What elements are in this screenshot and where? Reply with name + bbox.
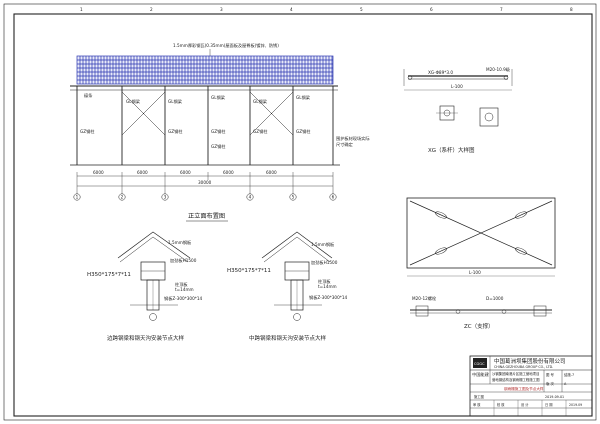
version: A (564, 382, 567, 386)
column-label: GZ钢柱 (211, 128, 226, 135)
roof-note: 1.5mm厚彩钢瓦(0.35mm)屋面板及屋脊板(镀锌、防锈) (173, 42, 279, 49)
zc-span-label: L-100 (469, 270, 481, 275)
node-top-label: 加劲板H1500 (170, 257, 197, 264)
axis-label: 6 (332, 195, 335, 200)
node-steel-label: H350*175*7*11 (87, 272, 131, 278)
border-tick: 5 (360, 7, 363, 12)
column-label: GZ钢柱 (296, 128, 311, 135)
xg-title: XG（系杆）大样图 (428, 146, 475, 154)
border-tick: 7 (500, 7, 503, 12)
node-base-label: 钢板Z-300*300*14 (164, 295, 203, 302)
drawing-no-label: 图 号 (546, 372, 554, 377)
column-label: GZ钢柱 (253, 128, 268, 135)
zc-left-dim: M20-12螺栓 (412, 295, 437, 302)
node-right-title: 中跨钢梁和钢天沟安装节点大样 (249, 334, 327, 342)
frame-label: GL钢梁 (168, 98, 183, 105)
node-mid-sub: t=14mm (318, 284, 337, 289)
border-tick: 8 (570, 7, 573, 12)
node-deck-label: 1.5mm钢板 (311, 241, 335, 248)
frame-label: GL钢梁 (253, 98, 268, 105)
total-dim: 30000 (198, 180, 212, 185)
node-deck-label: 1.5mm钢板 (168, 239, 192, 246)
version-label: 版 次 (546, 381, 554, 386)
node-detail-left: 1.5mm钢板 加劲板H1500 H350*175*7*11 柱顶板 t=14m… (87, 231, 203, 342)
drawing-name: 钢雨棚施工图及节点大样 (504, 386, 544, 391)
axis-label: 4 (249, 195, 252, 200)
bay-dim: 6000 (93, 170, 104, 175)
date-code: 2019-09-01 (545, 395, 564, 399)
sign-cell: 校 核 (497, 402, 505, 407)
title-block: CGGC 中国能建 中国葛洲坝集团股份有限公司 CHINA GEZHOUBA G… (469, 355, 593, 417)
sign-cell: 日 期 (545, 402, 552, 407)
sign-cell: 设 计 (521, 402, 529, 407)
bay-dim: 6000 (137, 170, 148, 175)
purlin-label: 檩条 (84, 92, 93, 99)
columns (76, 86, 334, 165)
company-logo (473, 358, 487, 368)
company-name-en: CHINA GEZHOUBA GROUP CO., LTD. (494, 365, 553, 369)
column-label: GZ钢柱 (211, 143, 226, 150)
border-tick: 3 (220, 7, 223, 12)
border-ticks: 1 2 3 4 5 6 7 8 (80, 7, 573, 12)
node-left-title: 边跨钢梁和钢天沟安装节点大样 (107, 334, 185, 342)
node-mid-sub: t=14mm (175, 287, 194, 292)
axis-label: 2 (121, 195, 124, 200)
zc-right-dim: D=1000 (486, 296, 504, 301)
bay-dim: 6000 (223, 170, 234, 175)
company-name-cn: 中国葛洲坝集团股份有限公司 (494, 357, 566, 365)
frame-label: GL钢梁 (296, 94, 311, 101)
axis-label: 5 (292, 195, 295, 200)
elevation-bracing (121, 91, 294, 136)
node-mid-label: 柱顶板 (318, 278, 331, 285)
project-name-2: 营地钢结构及钢雨棚工程施工图 (492, 377, 540, 382)
frame-label: GL钢梁 (211, 94, 226, 101)
sheet-frame (3, 3, 597, 421)
logo-text: CGGC (474, 362, 485, 366)
dimension-chain: 6000 6000 6000 6000 6000 30000 (76, 170, 334, 190)
node-steel-label: H350*175*7*11 (227, 268, 271, 274)
node-base-label: 钢板Z-300*300*14 (309, 294, 348, 301)
node-top-label: 加劲板H1500 (311, 259, 338, 266)
zc-title: ZC（支撑） (464, 322, 494, 330)
node-detail-right: 1.5mm钢板 加劲板H1500 H350*175*7*11 柱顶板 t=14m… (227, 231, 348, 342)
roof-tiles (76, 55, 334, 85)
front-elevation: 1.5mm厚彩钢瓦(0.35mm)屋面板及屋脊板(镀锌、防锈) (70, 42, 370, 222)
xg-span-label: L-100 (451, 84, 463, 89)
bay-dim: 6000 (266, 170, 277, 175)
sign-cell: 2019.09 (569, 403, 582, 407)
border-tick: 2 (150, 7, 153, 12)
sign-cell: 审 核 (473, 402, 481, 407)
column-label: GZ钢柱 (80, 128, 95, 135)
bay-dim: 6000 (180, 170, 191, 175)
column-label: GZ钢柱 (168, 128, 183, 135)
frame-label: GL钢梁 (126, 98, 141, 105)
xg-left-label: XG-Φ89*3.0 (428, 70, 453, 75)
border-tick: 4 (290, 7, 293, 12)
project-name-1: 沙钢集团南港片区施工营地项目 (492, 371, 539, 376)
logo-sub: 中国能建 (472, 371, 490, 378)
node-mid-label: 柱顶板 (175, 281, 188, 288)
zc-detail: L-100 M20-12螺栓 D=1000 ZC（支撑） (406, 197, 556, 330)
border-tick: 6 (430, 7, 433, 12)
cladding-note: 围护板材现场实际 (336, 135, 370, 142)
phase: 施工图 (474, 394, 485, 399)
cladding-note-2: 尺寸确定 (336, 141, 353, 148)
xg-right-label: M20-10.9级 (486, 66, 511, 73)
drawing-no: 结施-7 (564, 372, 574, 377)
elevation-title: 正立面布置图 (188, 212, 225, 220)
axis-bubbles: 1 2 3 4 5 6 (73, 180, 337, 201)
axis-label: 3 (164, 195, 167, 200)
border-tick: 1 (80, 7, 83, 12)
axis-label: 1 (76, 195, 79, 200)
xg-detail: XG-Φ89*3.0 M20-10.9级 L-100 XG（系杆）大样图 (403, 66, 513, 154)
